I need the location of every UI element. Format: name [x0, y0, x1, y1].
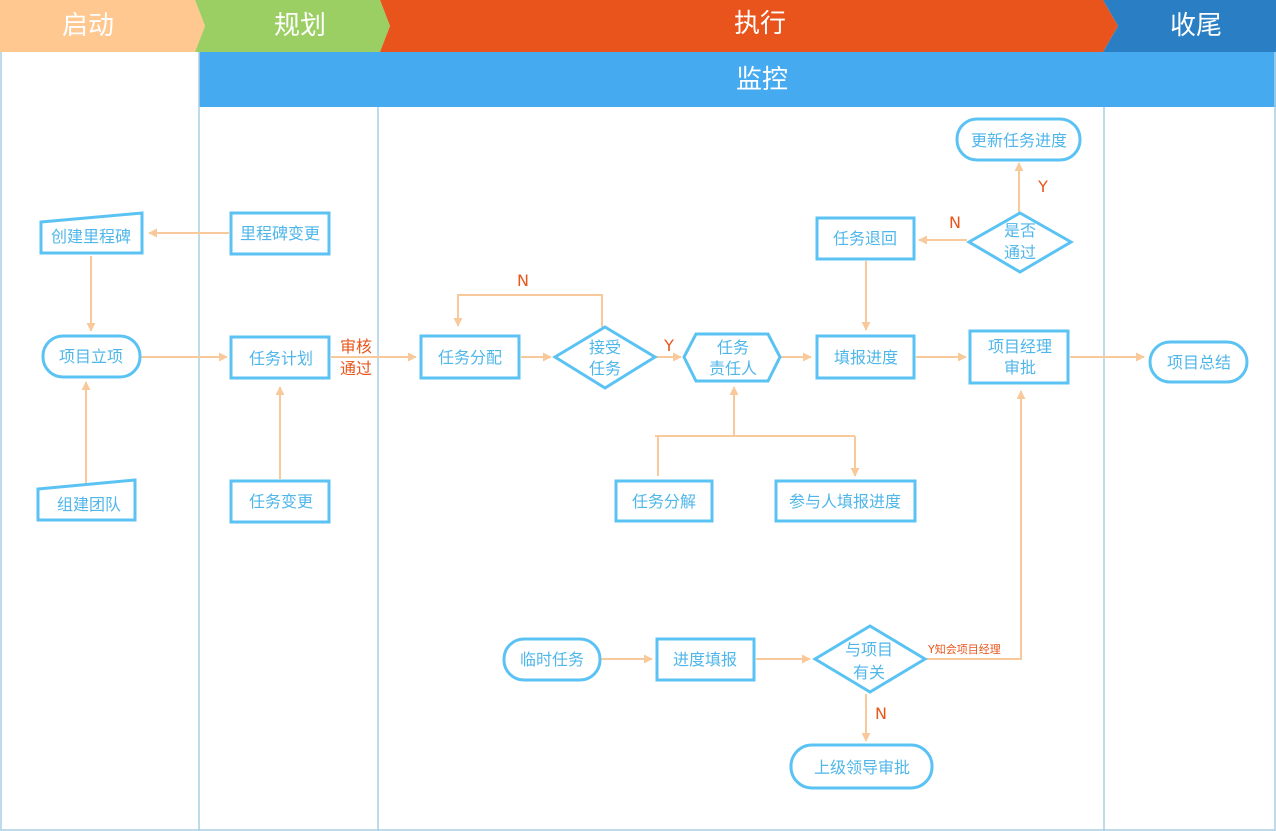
svg-text:审批: 审批 [1004, 358, 1036, 377]
node-project-init[interactable]: 项目立项 [41, 334, 142, 379]
svg-text:任务退回: 任务退回 [833, 229, 897, 248]
monitor-bar: 监控 [199, 52, 1276, 107]
phase-plan-label: 规划 [274, 11, 326, 41]
phase-header: 启动 规划 执行 收尾 [0, 0, 1276, 52]
svg-text:创建里程碑: 创建里程碑 [51, 227, 131, 246]
nodes: 创建里程碑 里程碑变更 项目立项 任务计划 组建团队 任务变更 任务分配 [36, 117, 1249, 790]
node-task-decompose[interactable]: 任务分解 [614, 479, 714, 523]
node-leader-approve[interactable]: 上级领导审批 [789, 743, 934, 790]
edge-labels: 审核 通过 N Y Y N Y知会项目经理 N [340, 177, 1048, 723]
review-passed-label-2: 通过 [340, 359, 372, 378]
node-update-progress[interactable]: 更新任务进度 [955, 117, 1082, 162]
svg-text:任务变更: 任务变更 [249, 492, 313, 511]
node-task-return[interactable]: 任务退回 [815, 216, 916, 261]
svg-text:填报进度: 填报进度 [834, 348, 898, 367]
node-project-summary[interactable]: 项目总结 [1148, 340, 1249, 384]
svg-text:进度填报: 进度填报 [673, 650, 737, 669]
svg-text:参与人填报进度: 参与人填报进度 [789, 492, 901, 511]
svg-text:项目总结: 项目总结 [1167, 353, 1231, 372]
accept-no-label: N [517, 271, 529, 290]
svg-text:有关: 有关 [853, 663, 885, 682]
svg-text:任务: 任务 [717, 338, 749, 357]
node-task-plan[interactable]: 任务计划 [229, 335, 331, 380]
lane-dividers [0, 52, 1276, 831]
svg-text:是否: 是否 [1004, 221, 1036, 240]
node-approved-decision[interactable]: 是否 通过 [966, 211, 1074, 274]
node-progress-fill[interactable]: 进度填报 [655, 637, 756, 682]
svg-text:里程碑变更: 里程碑变更 [240, 224, 320, 243]
node-participant-fill[interactable]: 参与人填报进度 [774, 479, 917, 523]
svg-text:临时任务: 临时任务 [520, 650, 584, 669]
accept-yes-label: Y [663, 336, 674, 355]
edges [81, 162, 1145, 742]
monitor-label: 监控 [736, 65, 788, 95]
phase-execute-label: 执行 [734, 9, 786, 39]
svg-text:责任人: 责任人 [709, 359, 757, 378]
node-build-team[interactable]: 组建团队 [36, 478, 137, 522]
node-pm-approve[interactable]: 项目经理 审批 [968, 329, 1070, 385]
svg-text:任务分解: 任务分解 [632, 492, 696, 511]
svg-text:任务分配: 任务分配 [438, 348, 502, 367]
phase-close-label: 收尾 [1170, 11, 1222, 41]
review-passed-label-1: 审核 [340, 337, 372, 356]
svg-text:项目经理: 项目经理 [988, 337, 1052, 356]
related-yes-label: Y知会项目经理 [927, 642, 1001, 656]
svg-text:上级领导审批: 上级领导审批 [814, 758, 910, 777]
monitor-banner [199, 52, 1276, 107]
phase-close-banner [1103, 0, 1276, 52]
svg-text:任务计划: 任务计划 [249, 349, 313, 368]
approved-yes-label: Y [1037, 177, 1048, 196]
svg-text:接受: 接受 [589, 338, 621, 357]
phase-plan-banner [195, 0, 390, 52]
node-task-change[interactable]: 任务变更 [229, 479, 331, 524]
svg-text:更新任务进度: 更新任务进度 [971, 131, 1067, 150]
approved-no-label: N [949, 213, 961, 232]
svg-text:通过: 通过 [1004, 243, 1036, 262]
related-no-label: N [875, 704, 887, 723]
node-task-owner[interactable]: 任务 责任人 [682, 332, 782, 383]
node-temp-task[interactable]: 临时任务 [502, 637, 602, 682]
node-milestone-change[interactable]: 里程碑变更 [229, 211, 331, 256]
node-related-decision[interactable]: 与项目 有关 [812, 624, 928, 694]
node-create-milestone[interactable]: 创建里程碑 [39, 211, 144, 255]
svg-text:项目立项: 项目立项 [59, 347, 123, 366]
svg-text:与项目: 与项目 [845, 640, 893, 659]
node-fill-progress[interactable]: 填报进度 [815, 334, 916, 380]
svg-text:组建团队: 组建团队 [57, 495, 121, 514]
phase-start-label: 启动 [62, 11, 114, 41]
node-task-assign[interactable]: 任务分配 [419, 334, 521, 380]
svg-text:任务: 任务 [589, 359, 621, 378]
phase-start-banner [0, 0, 205, 52]
node-accept-task[interactable]: 接受 任务 [552, 325, 658, 390]
phase-execute-banner [380, 0, 1118, 52]
